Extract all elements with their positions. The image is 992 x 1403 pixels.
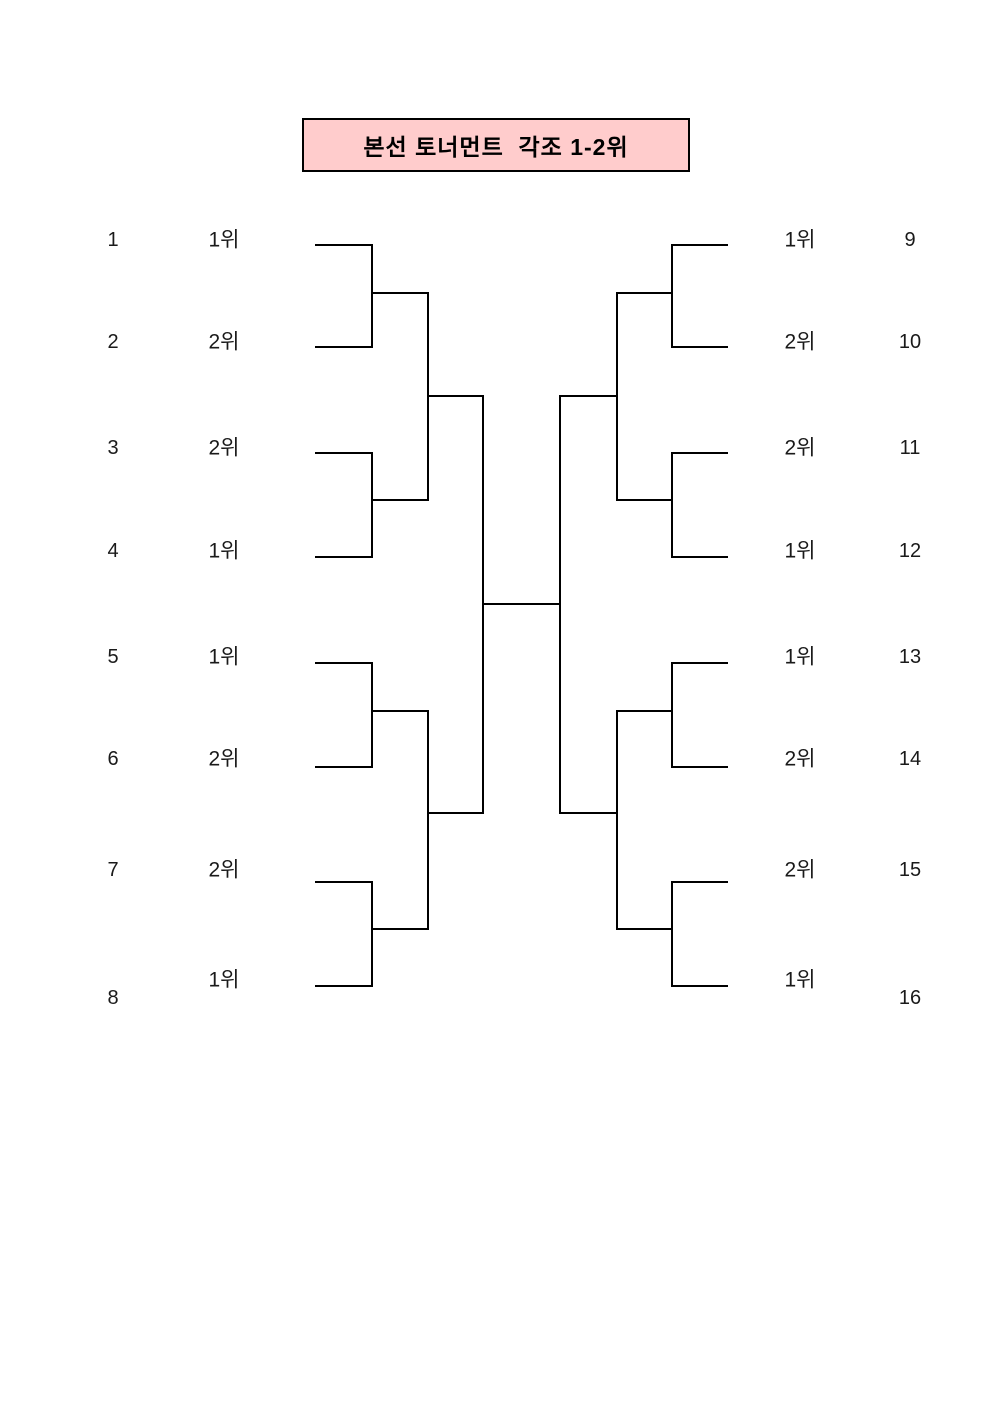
right-rank-11: 2위 xyxy=(784,436,816,460)
right-rank-13: 1위 xyxy=(784,645,816,669)
right-rank-15: 2위 xyxy=(784,858,816,882)
left-rank-4: 1위 xyxy=(208,539,240,563)
right-rank-14: 2위 xyxy=(784,747,816,771)
right-rank-16: 1위 xyxy=(784,968,816,992)
right-seed-11: 11 xyxy=(899,437,921,459)
left-rank-2: 2위 xyxy=(208,330,240,354)
bracket-line-left-match-4 xyxy=(315,881,373,987)
bracket-line-right-match-3 xyxy=(671,662,728,768)
left-seed-5: 5 xyxy=(107,646,119,668)
bracket-line-left-qf-top xyxy=(372,292,429,501)
left-seed-4: 4 xyxy=(107,540,119,562)
left-seed-8: 8 xyxy=(107,987,119,1009)
right-rank-12: 1위 xyxy=(784,539,816,563)
left-rank-3: 2위 xyxy=(208,436,240,460)
bracket-line-left-qf-bottom xyxy=(372,710,429,930)
bracket-line-left-match-1 xyxy=(315,244,373,348)
bracket-line-right-match-2 xyxy=(671,452,728,558)
right-rank-9: 1위 xyxy=(784,228,816,252)
left-rank-7: 2위 xyxy=(208,858,240,882)
right-seed-12: 12 xyxy=(898,540,922,562)
bracket-line-right-match-4 xyxy=(671,881,728,987)
left-rank-6: 2위 xyxy=(208,747,240,771)
left-seed-3: 3 xyxy=(107,437,119,459)
left-rank-5: 1위 xyxy=(208,645,240,669)
bracket-line-right-qf-bottom xyxy=(616,710,672,930)
left-seed-1: 1 xyxy=(107,229,119,251)
left-seed-6: 6 xyxy=(107,748,119,770)
right-seed-9: 9 xyxy=(904,229,916,251)
bracket-line-left-semifinal xyxy=(428,395,484,814)
right-seed-10: 10 xyxy=(898,331,922,353)
left-seed-7: 7 xyxy=(107,859,119,881)
bracket-line-right-match-1 xyxy=(671,244,728,348)
right-seed-14: 14 xyxy=(898,748,922,770)
left-rank-1: 1위 xyxy=(208,228,240,252)
bracket-line-right-semifinal xyxy=(559,395,617,814)
right-seed-13: 13 xyxy=(898,646,922,668)
page-title: 본선 토너먼트 각조 1-2위 xyxy=(363,134,629,160)
bracket-line-left-match-2 xyxy=(315,452,373,558)
right-seed-16: 16 xyxy=(898,987,922,1009)
bracket-line-right-qf-top xyxy=(616,292,672,501)
left-rank-8: 1위 xyxy=(208,968,240,992)
right-rank-10: 2위 xyxy=(784,330,816,354)
right-seed-15: 15 xyxy=(898,859,922,881)
left-seed-2: 2 xyxy=(107,331,119,353)
title-box: 본선 토너먼트 각조 1-2위 xyxy=(302,118,690,172)
bracket-line-left-match-3 xyxy=(315,662,373,768)
